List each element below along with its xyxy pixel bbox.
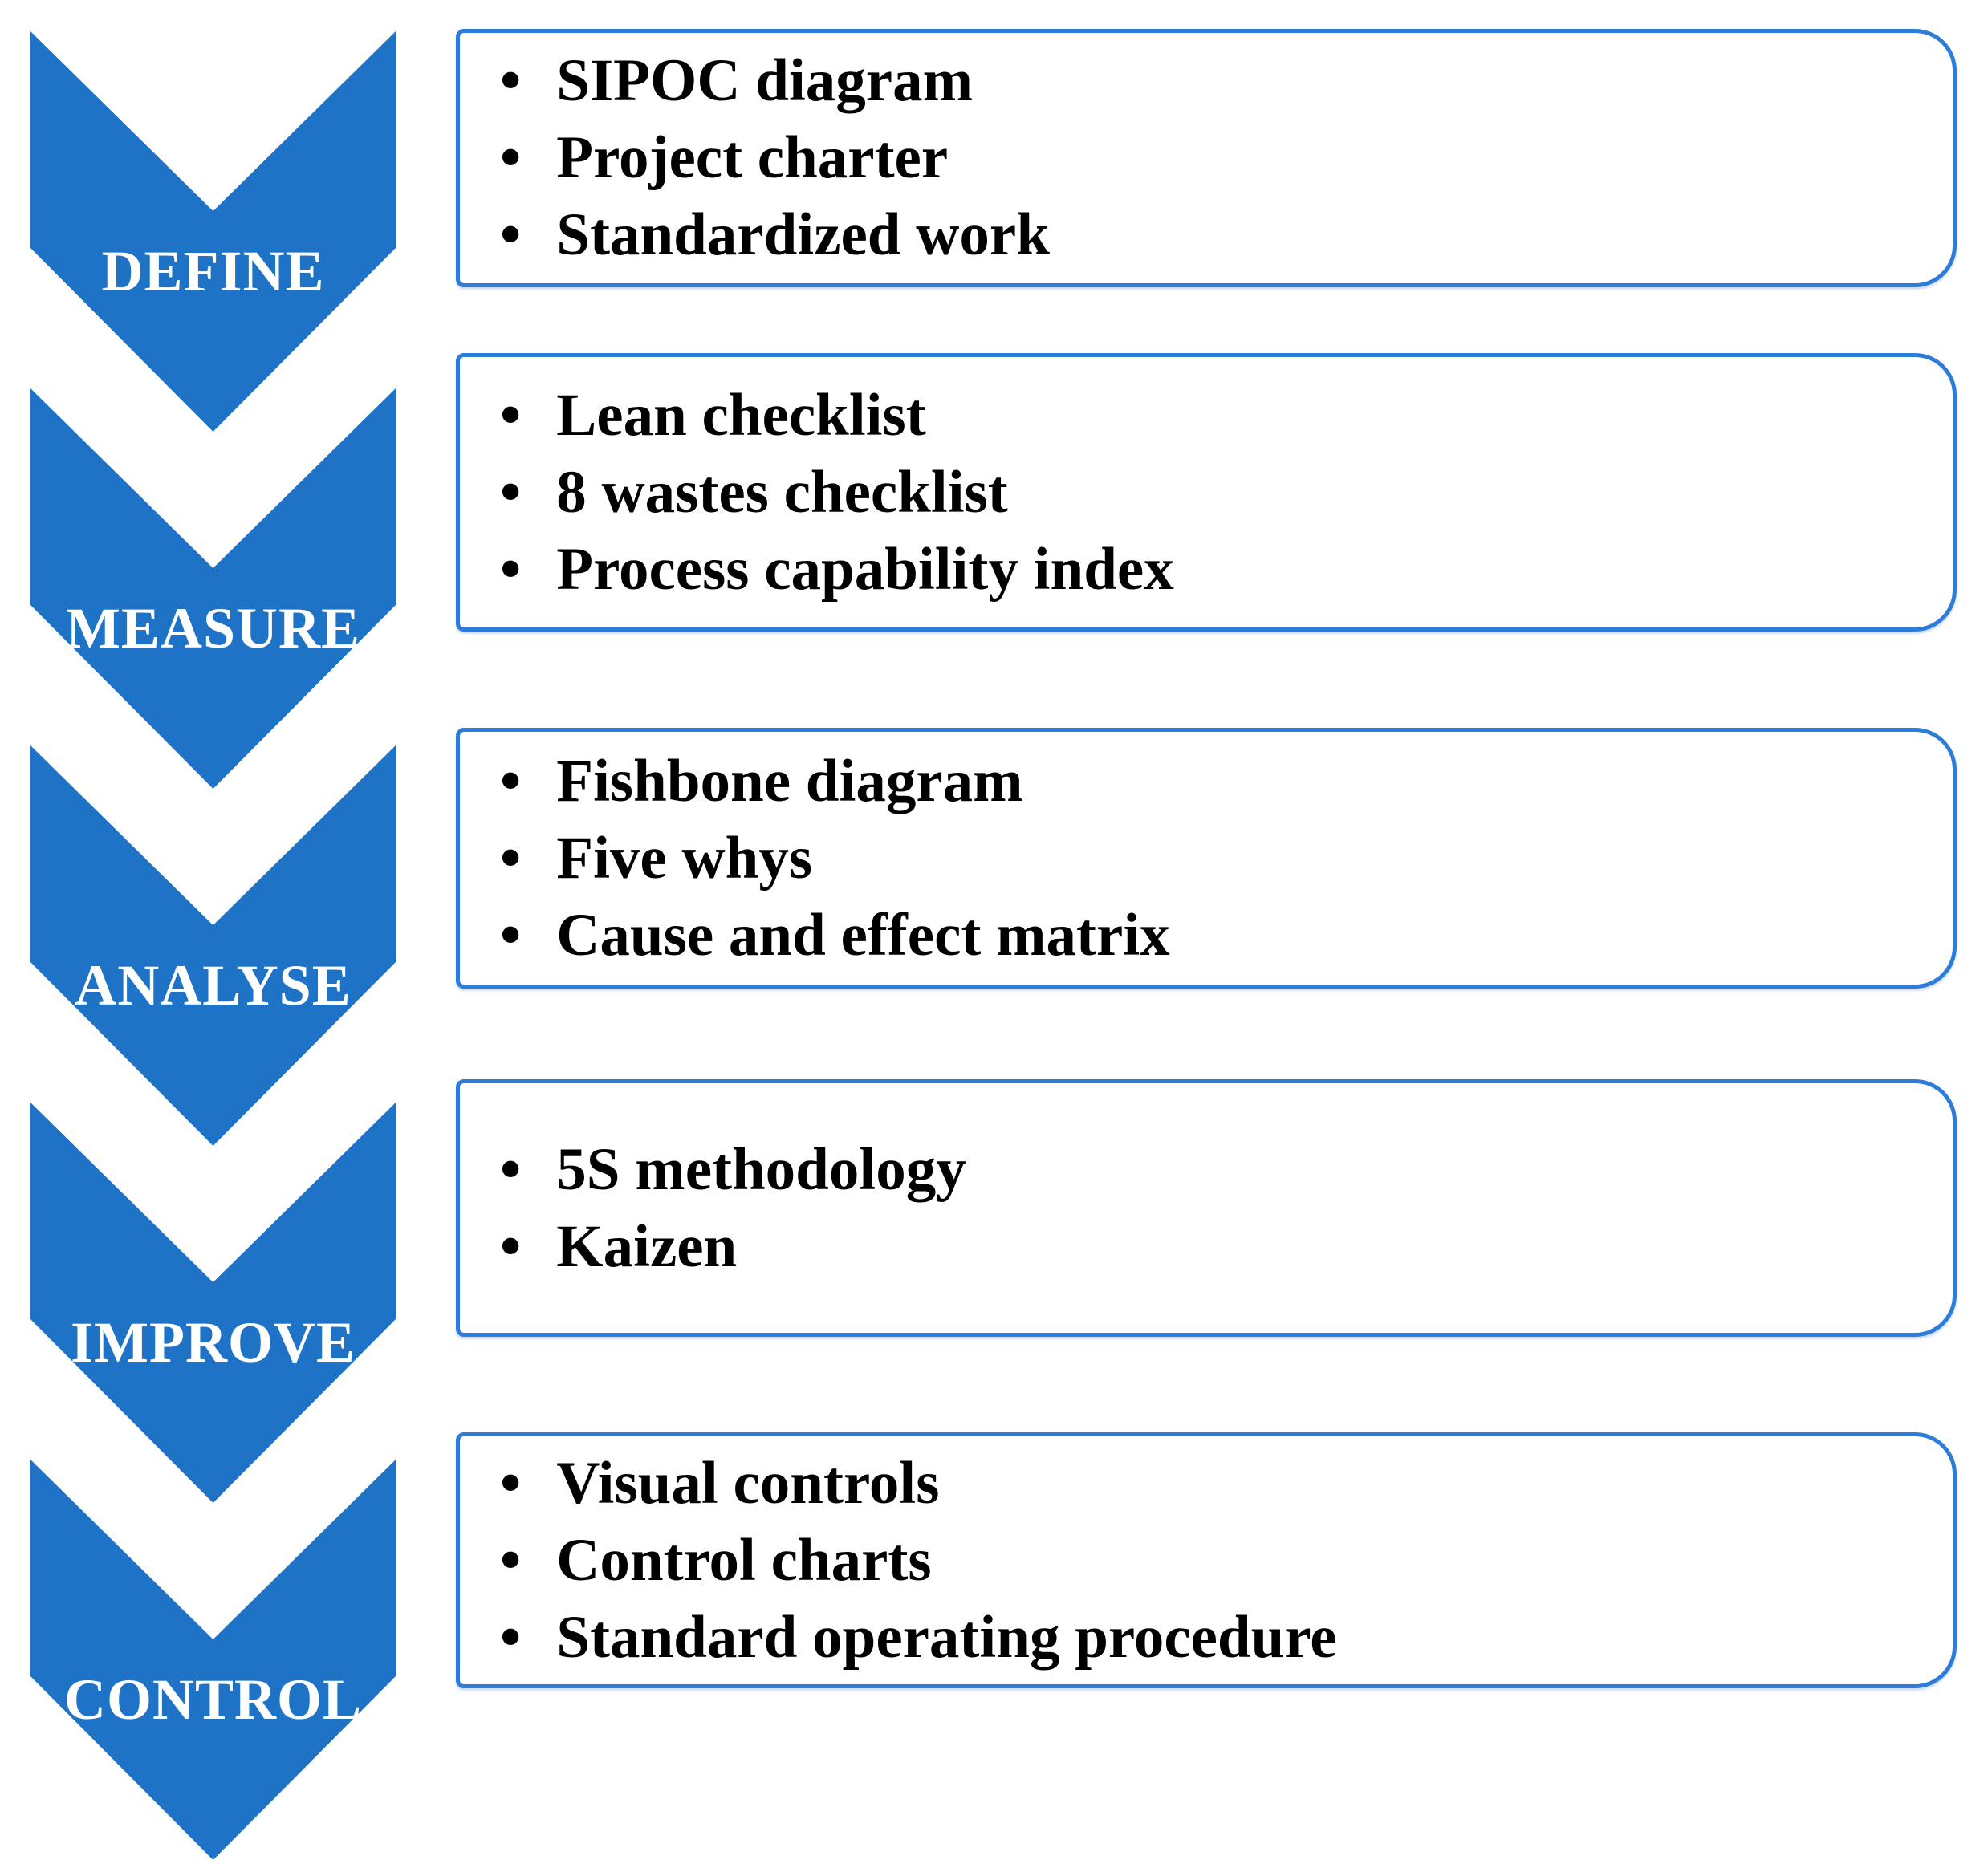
tool-item-label: Control charts xyxy=(556,1526,932,1594)
tools-box-analyse: • Fishbone diagram • Five whys • Cause and ef… xyxy=(456,728,1957,989)
tool-item: • Project charter xyxy=(500,120,1929,197)
tool-item-label: Fishbone diagram xyxy=(556,747,1023,814)
tool-item-label: 8 wastes checklist xyxy=(556,458,1008,526)
chevron-define xyxy=(30,30,396,432)
tool-item-label: Cause and effect matrix xyxy=(556,901,1170,969)
tool-item: • 8 wastes checklist xyxy=(500,454,1929,531)
bullet-icon: • xyxy=(500,124,522,191)
tool-list-define: • SIPOC diagram • Project charter • Standardi… xyxy=(500,43,1929,274)
chevron-control xyxy=(30,1459,396,1860)
bullet-icon: • xyxy=(500,201,522,268)
chevron-down-icon xyxy=(30,1102,396,1503)
bullet-icon: • xyxy=(500,1603,522,1671)
tool-item: • Process capability index xyxy=(500,531,1929,608)
chevron-down-icon xyxy=(30,388,396,789)
chevron-down-icon xyxy=(30,1459,396,1860)
chevron-down-icon xyxy=(30,30,396,432)
tool-list-improve: • 5S methodology • Kaizen xyxy=(500,1131,1929,1285)
tool-item: • SIPOC diagram xyxy=(500,43,1929,120)
tool-item-label: Project charter xyxy=(556,124,949,191)
bullet-icon: • xyxy=(500,1135,522,1203)
bullet-icon: • xyxy=(500,458,522,526)
tool-item-label: Standard operating procedure xyxy=(556,1603,1337,1671)
bullet-icon: • xyxy=(500,747,522,814)
tool-item: • Control charts xyxy=(500,1522,1929,1599)
tool-item: • Cause and effect matrix xyxy=(500,897,1929,974)
bullet-icon: • xyxy=(500,1212,522,1280)
bullet-icon: • xyxy=(500,901,522,969)
bullet-icon: • xyxy=(500,1449,522,1517)
tool-list-control: • Visual controls • Control charts • Standard… xyxy=(500,1445,1929,1676)
bullet-icon: • xyxy=(500,824,522,891)
tool-item: • 5S methodology xyxy=(500,1131,1929,1208)
stage-label-analyse: ANALYSE xyxy=(75,953,352,1017)
tools-box-define: • SIPOC diagram • Project charter • Standardi… xyxy=(456,29,1957,287)
chevron-improve xyxy=(30,1102,396,1503)
bullet-icon: • xyxy=(500,47,522,114)
tool-item-label: Visual controls xyxy=(556,1449,940,1517)
stage-label-measure: MEASURE xyxy=(65,596,361,660)
tools-box-control: • Visual controls • Control charts • Standard… xyxy=(456,1432,1957,1688)
tool-list-analyse: • Fishbone diagram • Five whys • Cause and ef… xyxy=(500,743,1929,974)
tool-item-label: SIPOC diagram xyxy=(556,47,974,114)
tool-item: • Standard operating procedure xyxy=(500,1599,1929,1676)
tool-item: • Kaizen xyxy=(500,1208,1929,1285)
chevron-down-icon xyxy=(30,745,396,1146)
tools-box-improve: • 5S methodology • Kaizen xyxy=(456,1079,1957,1337)
stage-label-define: DEFINE xyxy=(101,239,325,303)
tool-item-label: Five whys xyxy=(556,824,813,891)
bullet-icon: • xyxy=(500,1526,522,1594)
stage-label-improve: IMPROVE xyxy=(71,1310,356,1375)
tool-item-label: Process capability index xyxy=(556,535,1174,603)
bullet-icon: • xyxy=(500,535,522,603)
tool-item: • Lean checklist xyxy=(500,377,1929,454)
chevron-measure xyxy=(30,388,396,789)
tool-item-label: Kaizen xyxy=(556,1212,738,1280)
tool-item-label: 5S methodology xyxy=(556,1135,966,1203)
tool-list-measure: • Lean checklist • 8 wastes checklist • Proce… xyxy=(500,377,1929,608)
tool-item-label: Standardized work xyxy=(556,201,1050,268)
tool-item: • Standardized work xyxy=(500,197,1929,274)
stage-label-control: CONTROL xyxy=(63,1667,363,1732)
bullet-icon: • xyxy=(500,381,522,449)
chevron-analyse xyxy=(30,745,396,1146)
tool-item: • Five whys xyxy=(500,820,1929,897)
tool-item-label: Lean checklist xyxy=(556,381,926,449)
tools-box-measure: • Lean checklist • 8 wastes checklist • Proce… xyxy=(456,353,1957,632)
tool-item: • Fishbone diagram xyxy=(500,743,1929,820)
tool-item: • Visual controls xyxy=(500,1445,1929,1522)
